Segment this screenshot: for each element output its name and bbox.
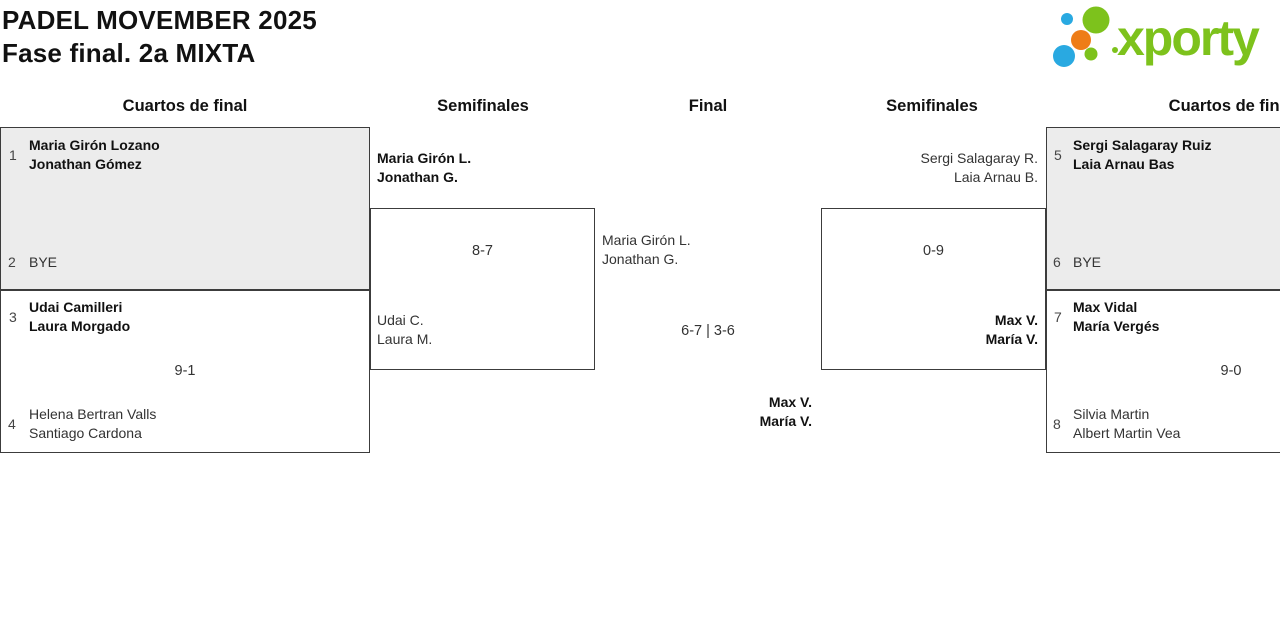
player-name: Laia Arnau Bas — [1073, 156, 1175, 172]
match-score: 0-9 — [923, 243, 944, 259]
seed-number: 6 — [1053, 254, 1061, 270]
player-name: Jonathan Gómez — [29, 156, 142, 172]
player-name: BYE — [1073, 254, 1102, 270]
logo-dot-blue-large — [1053, 45, 1075, 67]
tournament-title: PADEL MOVEMBER 2025 — [2, 5, 317, 35]
player-name: Udai C. — [377, 312, 424, 328]
match-score: 8-7 — [472, 243, 493, 259]
tournament-subtitle: Fase final. 2a MIXTA — [2, 38, 256, 68]
player-name: María V. — [759, 413, 812, 429]
player-name: Maria Girón L. — [377, 150, 472, 166]
player-name: Maria Girón Lozano — [29, 137, 160, 153]
player-name: Sergi Salagaray Ruiz — [1073, 137, 1212, 153]
xporty-logo[interactable]: xporty — [1045, 2, 1280, 74]
seed-number: 8 — [1053, 416, 1061, 432]
player-name: Santiago Cardona — [29, 425, 142, 441]
tournament-title-block: PADEL MOVEMBER 2025 Fase final. 2a MIXTA — [2, 4, 317, 70]
player-name: Laia Arnau B. — [953, 169, 1038, 185]
team-names: BYE — [1073, 253, 1101, 272]
player-name: Jonathan G. — [377, 169, 458, 185]
match-score: 9-1 — [174, 363, 196, 379]
team-names: Udai C. Laura M. — [377, 311, 432, 349]
player-name: Max V. — [768, 394, 812, 410]
team-names: Maria Girón L. Jonathan G. — [602, 231, 691, 269]
player-name: Laura M. — [377, 331, 433, 347]
seed-number: 3 — [9, 309, 17, 325]
logo-wordmark: xporty — [1117, 10, 1260, 66]
seed-number: 2 — [8, 254, 16, 270]
column-header-final: Final — [688, 97, 728, 115]
logo-dot-orange — [1071, 30, 1091, 50]
match-box-sf-right — [821, 208, 1046, 370]
match-box-sf-left — [370, 208, 595, 370]
player-name: María Vergés — [1073, 318, 1160, 334]
player-name: María V. — [985, 331, 1038, 347]
player-name: BYE — [29, 254, 58, 270]
column-header-semifinals-right: Semifinales — [886, 97, 978, 115]
player-name: Maria Girón L. — [602, 232, 691, 248]
player-name: Silvia Martin — [1073, 406, 1150, 422]
team-names: Max V. María V. — [612, 393, 812, 431]
player-name: Laura Morgado — [29, 318, 131, 334]
team-names: Maria Girón Lozano Jonathan Gómez — [29, 136, 160, 174]
match-box-qf-left-top — [0, 127, 370, 290]
team-names: Max V. María V. — [838, 311, 1038, 349]
team-names: Helena Bertran Valls Santiago Cardona — [29, 405, 156, 443]
column-header-quarterfinals-left: Cuartos de final — [122, 97, 248, 115]
logo-dot-blue-small — [1061, 13, 1073, 25]
logo-dot-green-tiny — [1112, 47, 1118, 53]
player-name: Albert Martin Vea — [1073, 425, 1181, 441]
team-names: Sergi Salagaray R. Laia Arnau B. — [838, 149, 1038, 187]
player-name: Max V. — [994, 312, 1038, 328]
player-name: Sergi Salagaray R. — [920, 150, 1038, 166]
seed-number: 4 — [8, 416, 16, 432]
seed-number: 1 — [9, 147, 17, 163]
seed-number: 7 — [1054, 309, 1062, 325]
match-score: 6-7 | 3-6 — [681, 323, 735, 339]
team-names: Max Vidal María Vergés — [1073, 298, 1159, 336]
logo-dot-green-large — [1082, 6, 1110, 34]
team-names: Silvia Martin Albert Martin Vea — [1073, 405, 1180, 443]
team-names: Sergi Salagaray Ruiz Laia Arnau Bas — [1073, 136, 1212, 174]
player-name: Helena Bertran Valls — [29, 406, 157, 422]
match-score: 9-0 — [1220, 363, 1242, 379]
seed-number: 5 — [1054, 147, 1062, 163]
column-header-semifinals-left: Semifinales — [437, 97, 529, 115]
match-box-qf-right-top — [1046, 127, 1280, 290]
team-names: BYE — [29, 253, 57, 272]
column-header-quarterfinals-right: Cuartos de final — [1168, 97, 1280, 115]
team-names: Maria Girón L. Jonathan G. — [377, 149, 471, 187]
match-box-qf-left-bottom — [0, 290, 370, 453]
logo-dot-green-small — [1084, 47, 1098, 61]
player-name: Udai Camilleri — [29, 299, 123, 315]
team-names: Udai Camilleri Laura Morgado — [29, 298, 130, 336]
player-name: Jonathan G. — [602, 251, 679, 267]
player-name: Max Vidal — [1073, 299, 1138, 315]
match-box-qf-right-bottom — [1046, 290, 1280, 453]
